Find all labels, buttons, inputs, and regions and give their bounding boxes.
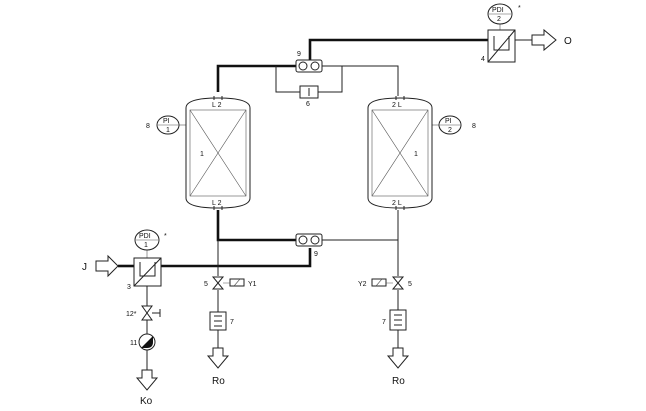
vessel-right <box>367 96 433 210</box>
silencer-left-id: 7 <box>230 319 234 326</box>
pdi-bottom-mark: * <box>164 233 167 240</box>
drain-trap <box>138 333 156 351</box>
vessel-right-bottom-port: 2 L <box>392 200 402 207</box>
pdi-bottom-num: 1 <box>144 242 148 249</box>
valve-right-id: 5 <box>408 281 412 288</box>
regen-out-right-label: Ro <box>392 376 405 387</box>
shuttle-valve-top <box>295 59 323 73</box>
pdi-bottom-tag: PDI <box>139 233 151 240</box>
pdi-top-mark: * <box>518 5 521 12</box>
silencer-left <box>209 311 227 331</box>
inlet-arrow <box>95 254 119 278</box>
pi-right-tag: PI <box>445 118 452 125</box>
pdi-gauge-top <box>487 3 513 25</box>
pi-gauge-left <box>156 115 180 135</box>
vessel-left-top-port: L 2 <box>212 102 222 109</box>
vessel-right-label: 1 <box>414 151 418 158</box>
regen-arrow-left <box>206 347 230 369</box>
pi-right-id: 8 <box>472 123 476 130</box>
valve-left-id: 5 <box>204 281 208 288</box>
main-pipes <box>118 38 490 268</box>
silencer-right-id: 7 <box>382 319 386 326</box>
pi-gauge-right <box>438 115 462 135</box>
silencer-right <box>389 309 407 331</box>
throttle-valve <box>299 85 319 99</box>
regen-arrow-right <box>386 347 410 369</box>
drain-trap-id: 11 <box>130 340 137 347</box>
regen-out-left-label: Ro <box>212 376 225 387</box>
pdi-top-tag: PDI <box>492 7 504 14</box>
vessel-left-bottom-port: L 2 <box>212 200 222 207</box>
vessel-left <box>185 96 251 210</box>
pi-left-tag: PI <box>163 118 170 125</box>
filter-outlet-id: 4 <box>481 56 485 63</box>
outlet-label: O <box>564 36 572 47</box>
vessel-left-label: 1 <box>200 151 204 158</box>
drain-valve-id: 12* <box>126 311 137 318</box>
outlet-arrow <box>531 28 557 52</box>
solenoid-left-label: Y1 <box>248 281 257 288</box>
labels: J O Ro Ro Ko 1 1 L 2 L 2 2 L 2 L 8 PI 1 … <box>82 5 572 407</box>
condensate-arrow <box>135 369 159 391</box>
pi-left-num: 1 <box>166 127 170 134</box>
shuttle-top-id: 9 <box>297 51 301 58</box>
drain-valve <box>141 305 161 321</box>
shuttle-valve-bottom <box>295 233 323 247</box>
shuttle-bottom-id: 9 <box>314 251 318 258</box>
solenoid-right-label: Y2 <box>358 281 367 288</box>
throttle-id: 6 <box>306 101 310 108</box>
inlet-label: J <box>82 262 87 273</box>
filter-inlet <box>133 257 162 287</box>
pi-right-num: 2 <box>448 127 452 134</box>
condensate-out-label: Ko <box>140 396 153 407</box>
vessel-right-top-port: 2 L <box>392 102 402 109</box>
filter-inlet-id: 3 <box>127 284 131 291</box>
valve-right <box>371 276 405 290</box>
secondary-pipes <box>146 24 532 370</box>
pdi-top-num: 2 <box>497 16 501 23</box>
pdi-gauge-bottom <box>134 229 160 251</box>
filter-outlet <box>487 29 516 63</box>
valve-left <box>211 276 245 290</box>
pi-left-id: 8 <box>146 123 150 130</box>
